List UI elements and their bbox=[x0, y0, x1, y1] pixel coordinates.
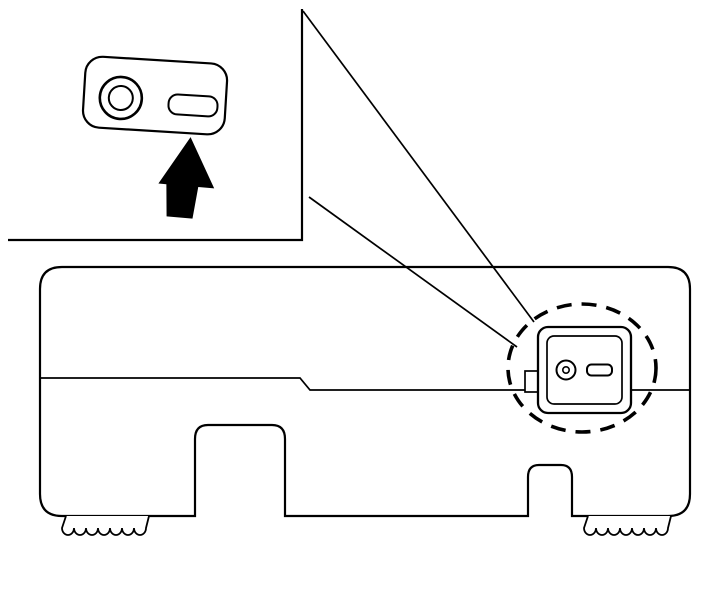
left-foot bbox=[61, 515, 150, 536]
device-outline bbox=[38, 265, 692, 518]
off-circle-symbol-dot bbox=[561, 365, 570, 374]
leader-line-top bbox=[302, 10, 535, 323]
switch-bezel-inner bbox=[546, 335, 623, 405]
off-circle-symbol bbox=[555, 359, 577, 381]
inset-border bbox=[8, 9, 304, 242]
leader-line-bottom bbox=[308, 196, 518, 348]
on-bar-symbol bbox=[586, 363, 613, 377]
switch-closeup bbox=[81, 55, 229, 136]
callout-dashed-ellipse bbox=[506, 302, 658, 434]
device-seam-line bbox=[40, 377, 690, 391]
closeup-round-port-outer bbox=[98, 75, 144, 121]
closeup-rocker-slot bbox=[167, 93, 219, 118]
right-foot bbox=[583, 515, 672, 536]
closeup-round-port-inner bbox=[107, 84, 134, 111]
up-arrow-icon bbox=[158, 137, 215, 219]
